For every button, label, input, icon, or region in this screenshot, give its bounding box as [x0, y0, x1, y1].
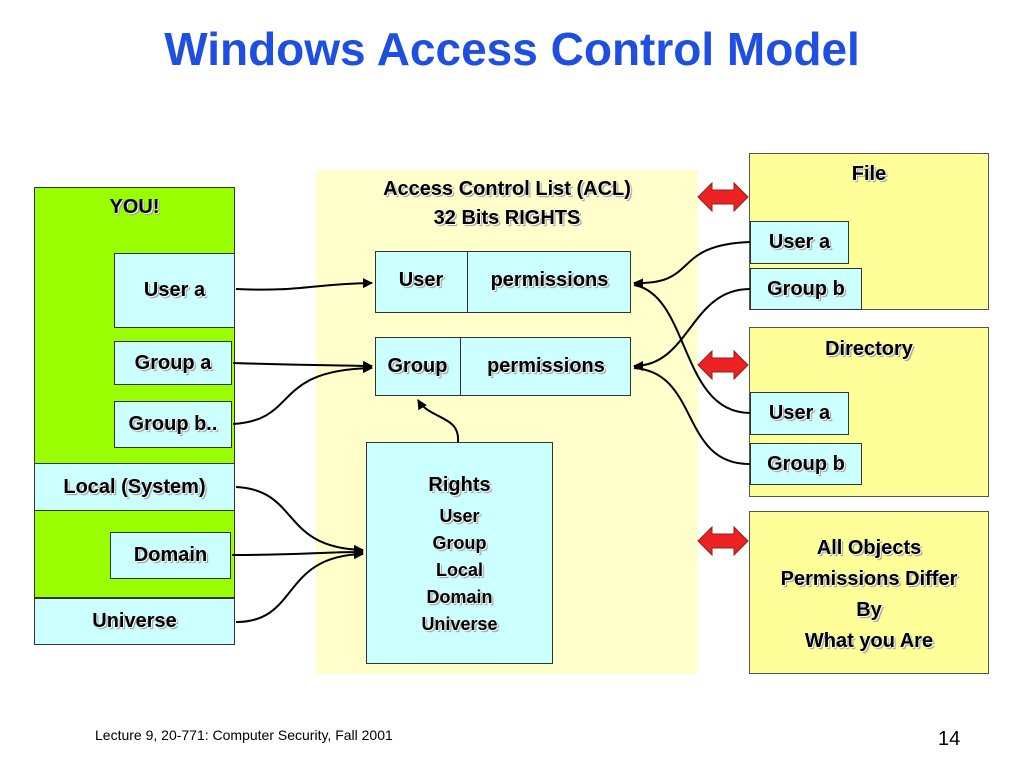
conn-domain-to-rights	[231, 547, 364, 558]
acl-group-name: Group	[387, 355, 448, 377]
acl-group-divider	[460, 337, 461, 396]
page-number: 14	[938, 728, 961, 750]
rights-box	[366, 442, 553, 664]
page-title: Windows Access Control Model	[164, 23, 860, 75]
conn-group-b-to-acl-group	[232, 363, 373, 425]
acl-user-permissions: permissions	[490, 269, 609, 291]
conn-dir-user-to-acl-user	[633, 284, 751, 414]
you-local-system: Local (System)	[34, 463, 235, 511]
directory-group-b: Group b	[750, 443, 862, 485]
rights-item-user: User	[439, 506, 480, 526]
conn-local-to-rights	[235, 486, 364, 555]
rights-item-local: Local	[435, 560, 483, 580]
rights-heading: Rights	[428, 474, 491, 496]
conn-group-a-to-acl-group	[232, 360, 373, 371]
all-objects-line3: By	[856, 599, 882, 621]
you-universe: Universe	[34, 598, 235, 645]
acl-user-name: User	[398, 269, 444, 291]
acl-title-line2: 32 Bits RIGHTS	[433, 207, 581, 229]
directory-title: Directory	[825, 338, 913, 360]
all-objects-box	[749, 511, 989, 674]
acl-title-line1: Access Control List (ACL)	[383, 178, 631, 200]
all-objects-text: All Objects Permissions Differ By What y…	[749, 533, 989, 657]
rights-item-universe: Universe	[421, 614, 498, 634]
conn-file-user-to-acl-user	[633, 241, 751, 289]
double-arrow-directory-icon	[697, 349, 749, 381]
you-user-a: User a	[114, 253, 235, 328]
all-objects-line2: Permissions Differ	[780, 568, 958, 590]
conn-file-group-to-acl-group	[633, 288, 751, 371]
rights-list: User Group Local Domain Universe	[366, 503, 553, 638]
you-group-a: Group a	[114, 341, 232, 385]
conn-user-a-to-acl-user	[235, 278, 373, 291]
double-arrow-file-icon	[697, 181, 749, 213]
you-label: YOU!	[109, 196, 160, 218]
all-objects-line4: What you Are	[804, 630, 934, 652]
acl-user-divider	[467, 251, 468, 313]
conn-universe-to-rights	[235, 549, 364, 623]
footer-text: Lecture 9, 20-771: Computer Security, Fa…	[95, 727, 393, 743]
double-arrow-all-objects-icon	[697, 525, 749, 557]
file-group-b: Group b	[750, 268, 862, 310]
file-user-a: User a	[750, 221, 849, 264]
rights-item-group: Group	[432, 533, 487, 553]
you-group-b: Group b..	[114, 401, 232, 448]
directory-user-a: User a	[750, 392, 849, 435]
all-objects-line1: All Objects	[816, 537, 922, 559]
file-title: File	[851, 163, 887, 185]
you-domain: Domain	[110, 532, 231, 579]
acl-user-row	[375, 251, 631, 313]
acl-group-permissions: permissions	[487, 355, 605, 377]
conn-rights-to-acl-group	[417, 399, 460, 443]
conn-dir-group-to-acl-group	[633, 367, 751, 466]
rights-item-domain: Domain	[426, 587, 493, 607]
acl-group-row	[375, 337, 631, 396]
